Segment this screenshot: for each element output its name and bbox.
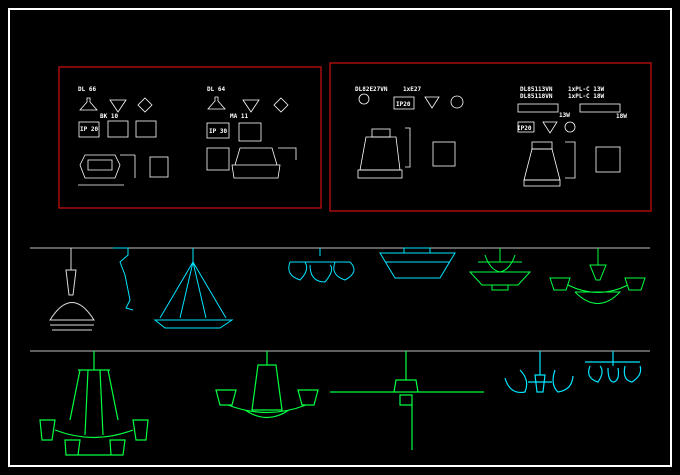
model-label: DL85113VN bbox=[520, 86, 553, 93]
ip-label: IP20 bbox=[396, 101, 411, 108]
rating-label: BK 10 bbox=[100, 113, 118, 120]
ceiling-bowl-lamp bbox=[379, 247, 456, 279]
model-label: DL85118VN bbox=[520, 93, 553, 100]
ip-label: IP20 bbox=[517, 125, 532, 132]
wall-lamp-tulip bbox=[585, 351, 642, 383]
chandelier-arms-green bbox=[549, 248, 646, 304]
chandelier-tulip-cyan bbox=[504, 351, 574, 394]
model-label: DL 64 bbox=[207, 86, 225, 93]
ceiling-fan bbox=[330, 351, 484, 450]
lamp-label: 1xPL-C 13W bbox=[568, 86, 605, 93]
spec-panel-right: DL82E27VN 1xE27 IP20 DL85113VN 1xPL-C 13… bbox=[329, 62, 652, 212]
spec-panel-left: DL 66 BK 10 IP 20 DL 64 MA 11 IP 30 bbox=[58, 66, 322, 209]
chandelier-diamond bbox=[153, 248, 234, 329]
ceiling-bowl-green bbox=[468, 248, 532, 291]
lamp-label: 1xPL-C 18W bbox=[568, 93, 605, 100]
pendant-lamp bbox=[49, 248, 95, 331]
ceiling-lamp-tulip bbox=[288, 248, 355, 283]
chandelier-three-arm bbox=[215, 351, 319, 419]
model-label: DL 66 bbox=[78, 86, 96, 93]
large-chandelier bbox=[39, 351, 149, 456]
model-label: DL82E27VN bbox=[355, 86, 388, 93]
rating-label: MA 11 bbox=[230, 113, 248, 120]
drawing-frame bbox=[8, 8, 672, 467]
watt-label: 13W bbox=[559, 112, 570, 119]
lamp-label: 1xE27 bbox=[403, 86, 421, 93]
wall-bracket-lamp bbox=[113, 247, 134, 311]
watt-label: 18W bbox=[616, 113, 627, 120]
ip-label: IP 20 bbox=[80, 126, 98, 133]
ip-label: IP 30 bbox=[209, 128, 227, 135]
